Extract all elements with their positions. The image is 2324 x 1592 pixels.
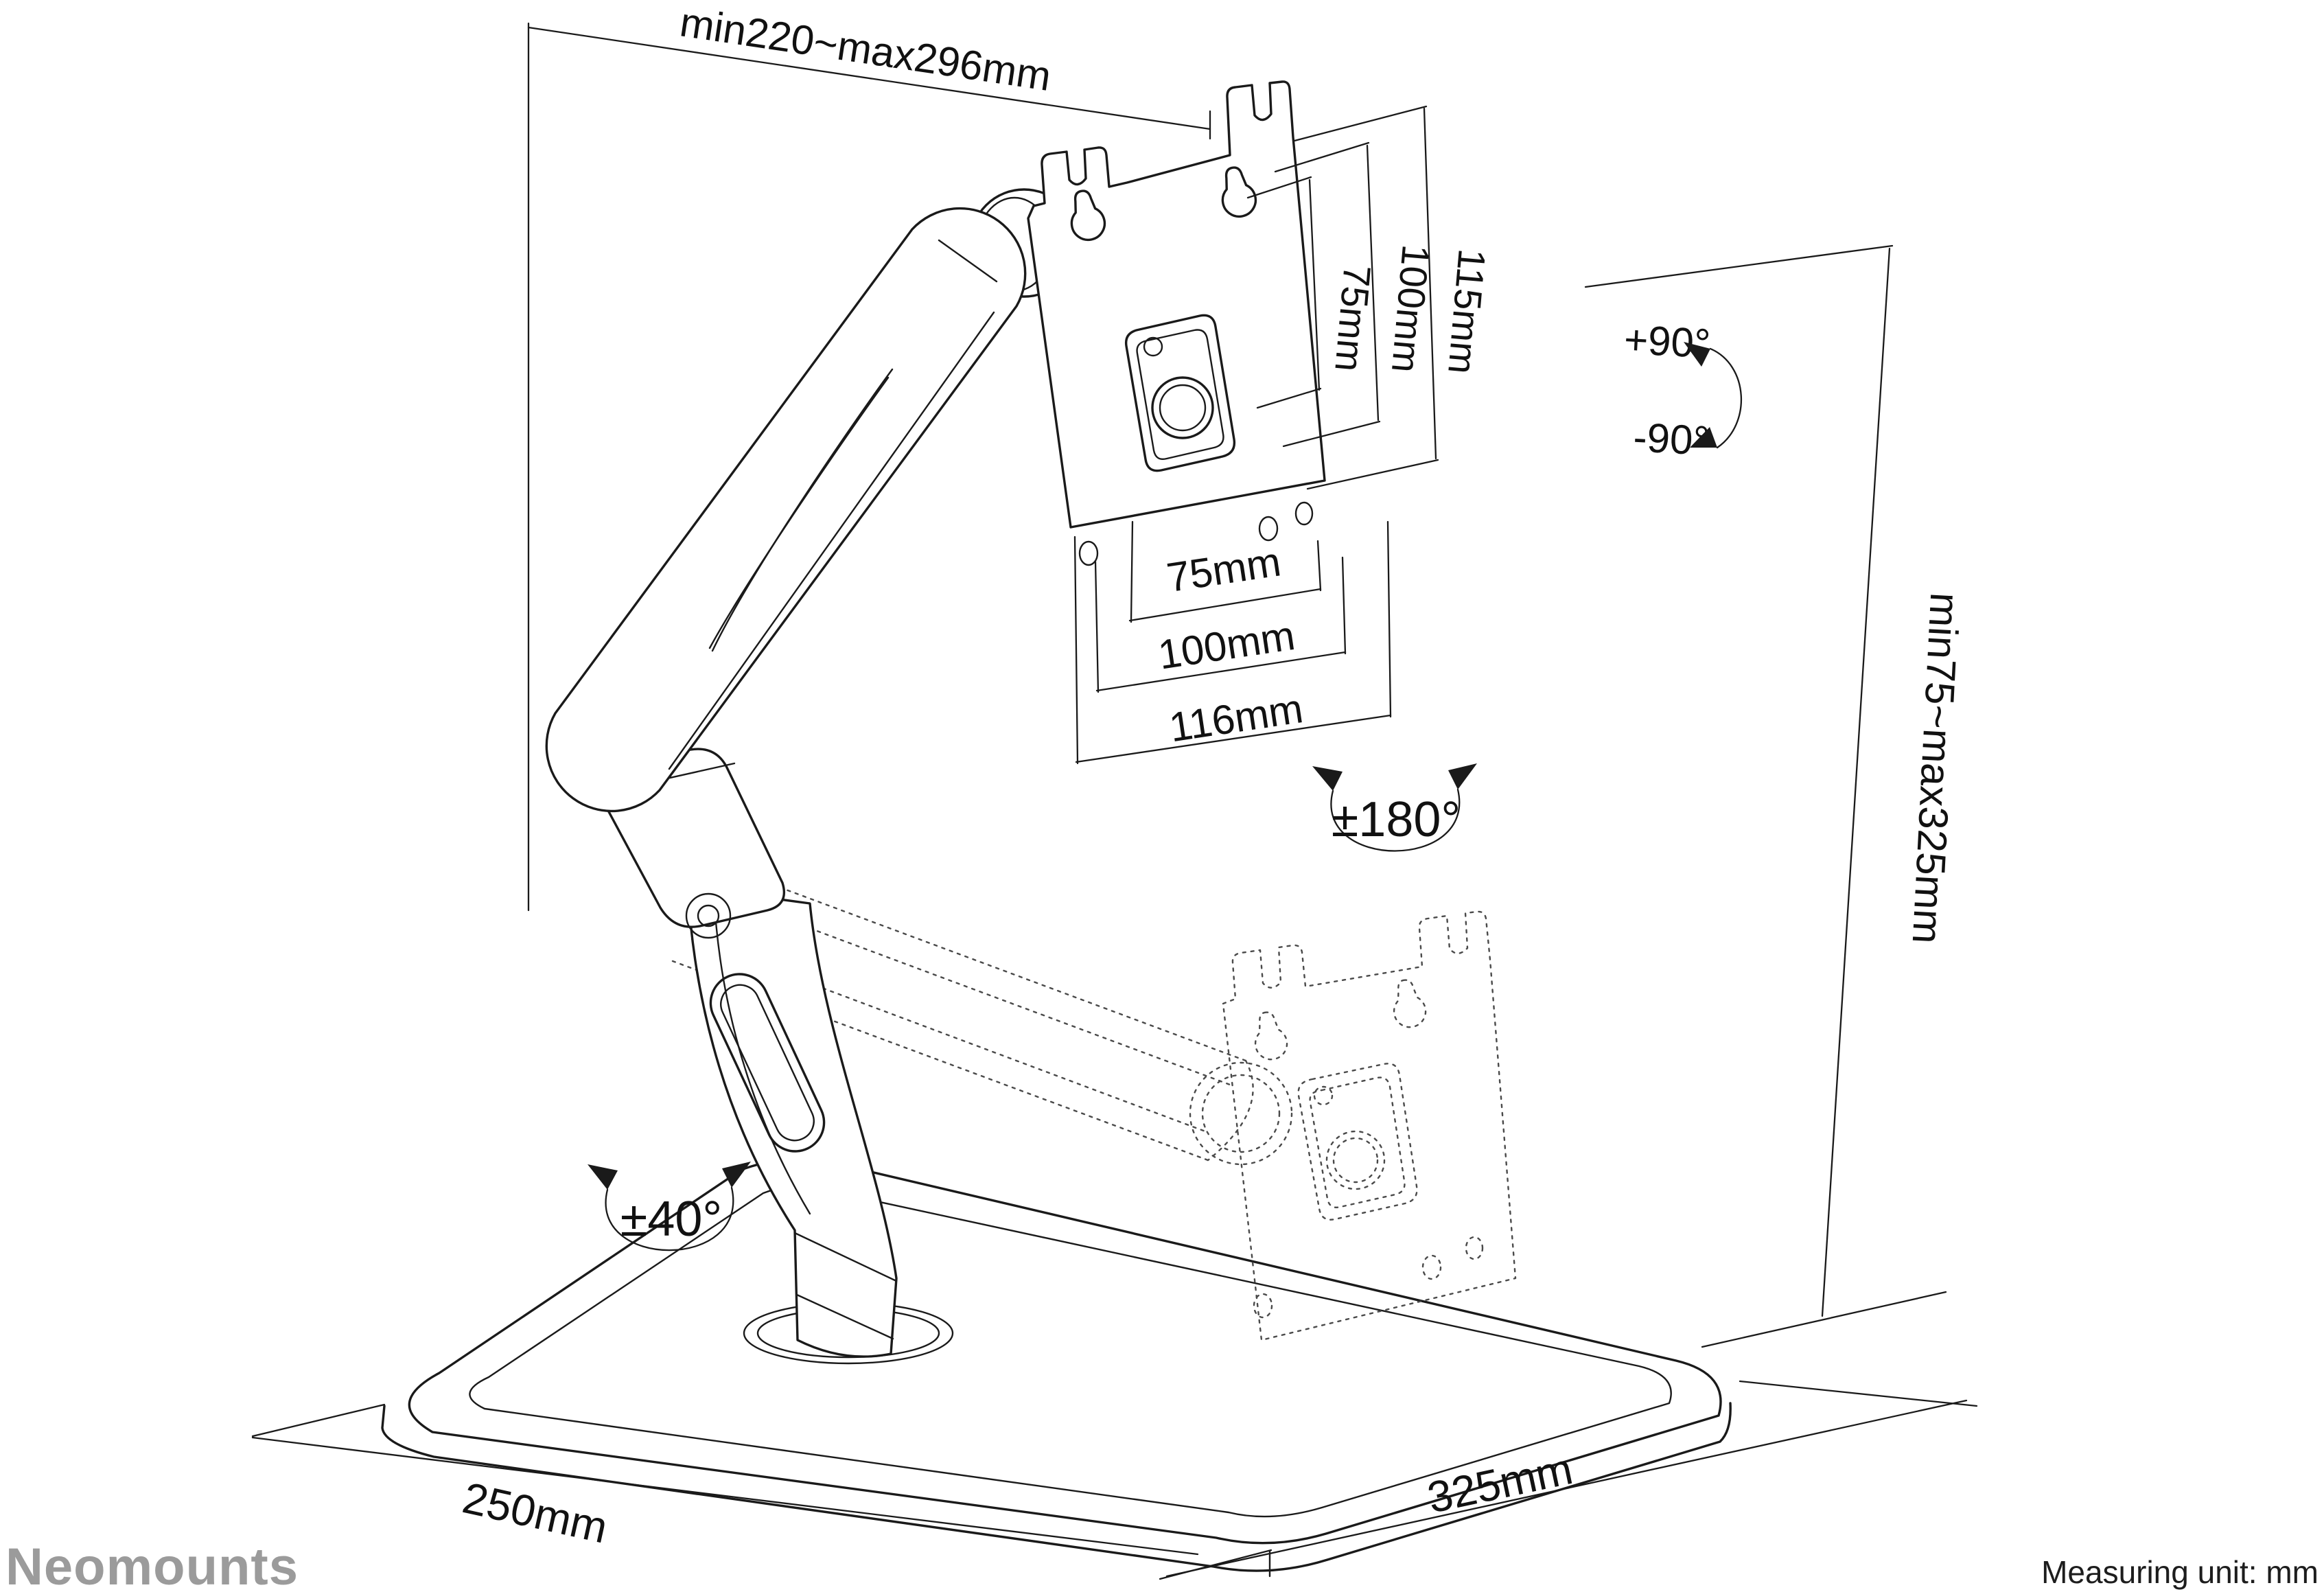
elbow-hinge: [685, 892, 732, 939]
spring-arm: [545, 188, 1079, 813]
swivel-arrow-right: [1448, 763, 1477, 789]
vesa-hole-br2: [1294, 501, 1314, 526]
vesa-plate: [1027, 80, 1326, 566]
swivel-arc: [1330, 788, 1461, 852]
dim-v115-label: 115mm: [1440, 247, 1494, 376]
arm-body: [545, 207, 1027, 813]
dim-h75-label: 75mm: [1164, 538, 1284, 601]
column-foot-seam: [793, 1232, 898, 1282]
base-slab-edge: [381, 1402, 1732, 1572]
dim-arm-reach-label: min220~max296mm: [677, 0, 1054, 100]
vesa-plate-outline: [1027, 80, 1326, 529]
dim-v75-label: 75mm: [1327, 263, 1379, 373]
ghost-vesa-plate: [1222, 910, 1517, 1341]
tilt-arrow-head-down: [1690, 427, 1717, 448]
vesa-center-hole: [1151, 376, 1214, 439]
stand-column: [686, 886, 898, 1358]
tilt-arrow-arc: [1709, 347, 1743, 449]
vesa-keyhole-right: [1221, 166, 1257, 218]
base-rotation-arc: [605, 1186, 734, 1251]
ghost-keyhole-left: [1254, 1011, 1288, 1061]
measuring-unit-note: Measuring unit: mm: [2041, 1554, 2319, 1590]
tilt-down-label: -90°: [1632, 414, 1710, 464]
dim-height-range: min75~max325mm: [1584, 244, 1968, 1348]
swivel-label: ±180°: [1332, 792, 1461, 847]
rotation-annotations: +90° -90° ±180° ±40°: [588, 316, 1743, 1251]
vesa-top-hole: [1143, 336, 1163, 357]
vesa-boss-outer: [1124, 314, 1236, 472]
arm-seam2: [708, 376, 890, 649]
arm-edge-line: [668, 311, 995, 770]
ghost-pivot-ring: [1189, 1061, 1293, 1166]
vesa-keyhole-left: [1070, 189, 1106, 242]
vesa-hole-br1: [1258, 516, 1279, 542]
dim-base-depth-label: 250mm: [458, 1473, 612, 1552]
neomounts-logo: Neomounts: [5, 1538, 299, 1592]
base-rotation-arrow-right: [722, 1162, 751, 1188]
vesa-boss-inner: [1136, 329, 1224, 460]
elbow-hinge-pin: [697, 904, 720, 927]
dim-h100-label: 100mm: [1155, 612, 1298, 678]
tilt-annotation: +90° -90°: [1623, 316, 1743, 464]
column-edge-line: [712, 891, 811, 1215]
dim-h116-label: 116mm: [1166, 685, 1305, 750]
arm-cap-line: [938, 239, 998, 283]
base-rotation-annotation: ±40°: [588, 1162, 751, 1251]
base-rotation-arrow-left: [588, 1164, 618, 1190]
column-foot-seam2: [795, 1293, 894, 1340]
ghost-pivot-ring-inner: [1201, 1074, 1281, 1153]
column-body: [686, 886, 898, 1358]
dim-height-range-label: min75~max325mm: [1904, 592, 1968, 945]
dim-vesa-horizontal: 75mm 100mm 116mm: [1073, 520, 1392, 765]
ghost-keyhole-right: [1393, 979, 1427, 1028]
vesa-center-hole-inner: [1159, 384, 1207, 432]
base-rotation-label: ±40°: [620, 1192, 722, 1247]
column-cutout: [709, 973, 826, 1153]
swivel-annotation: ±180°: [1312, 763, 1477, 852]
vesa-hole-bl: [1078, 540, 1099, 566]
swivel-arrow-left: [1312, 766, 1343, 791]
tilt-arrow-head-up: [1684, 342, 1710, 367]
